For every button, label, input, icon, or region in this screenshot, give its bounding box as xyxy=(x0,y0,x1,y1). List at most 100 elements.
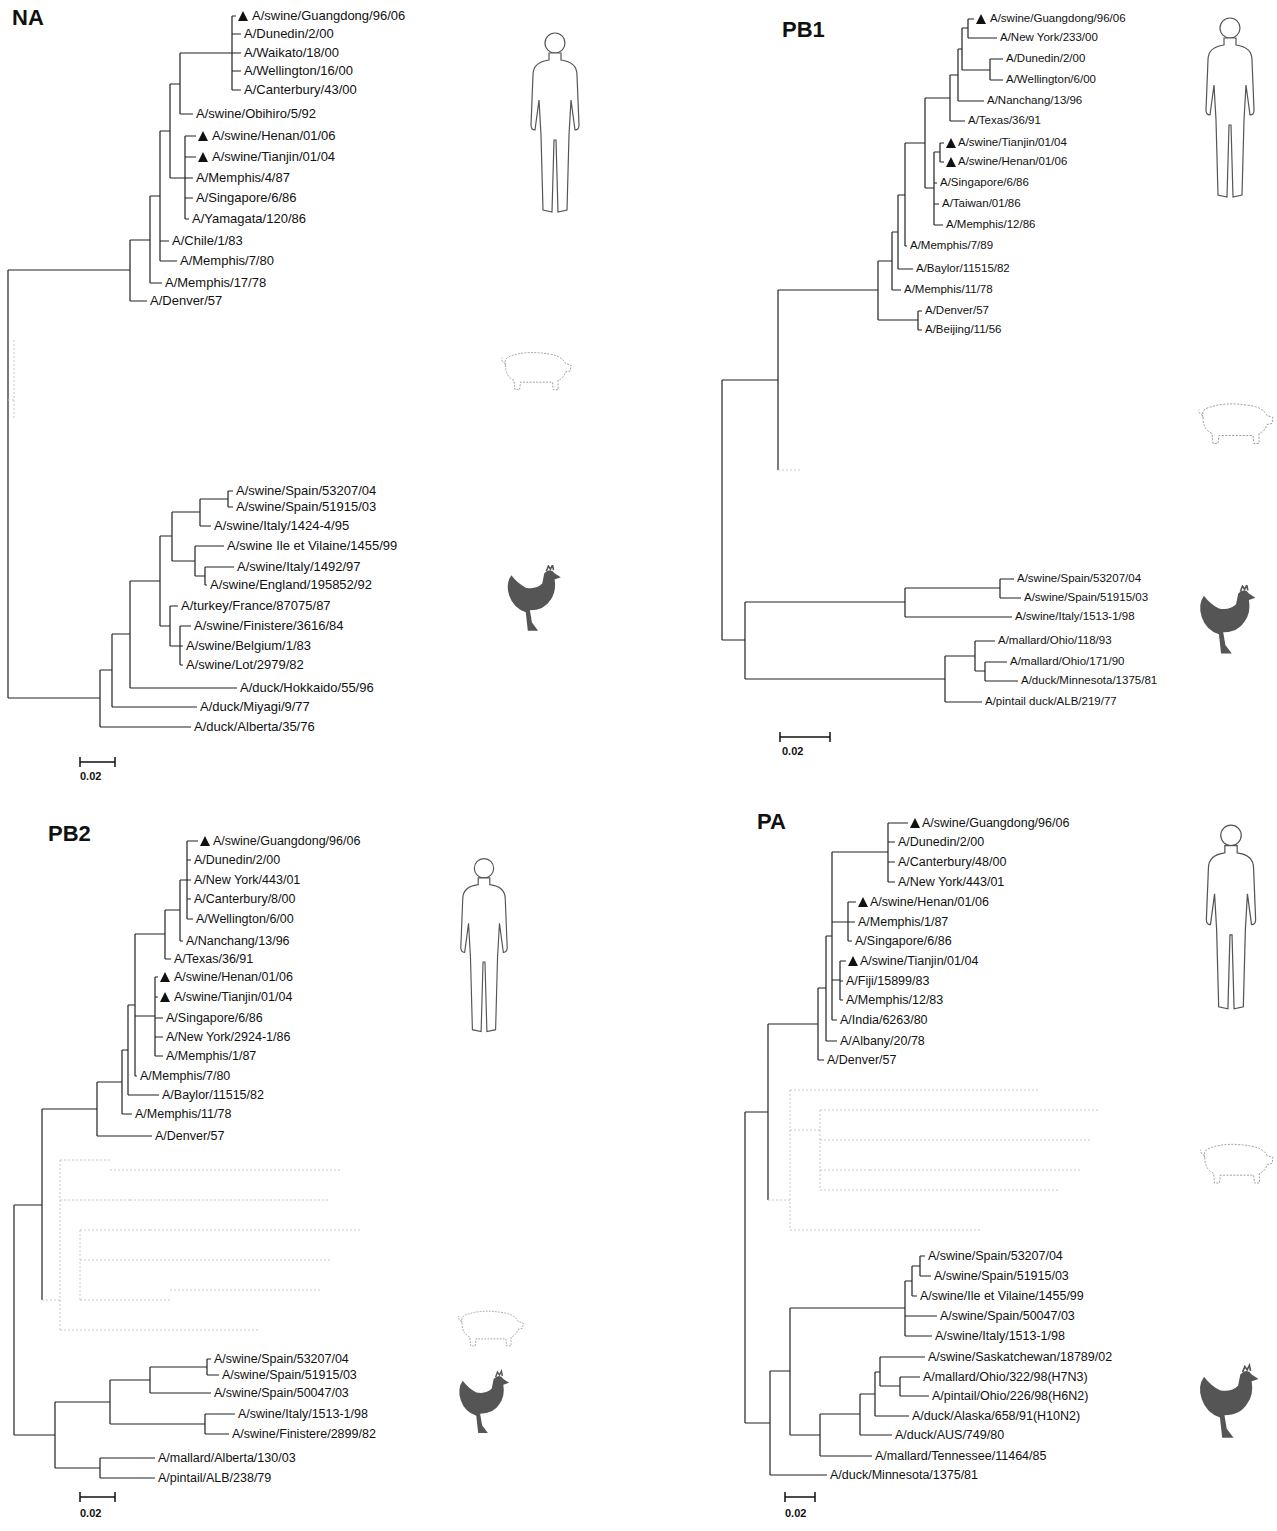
taxon-label: A/Albany/20/78 xyxy=(840,1034,925,1049)
taxon-label: A/swine/Spain/51915/03 xyxy=(1024,591,1148,605)
tree-branches xyxy=(8,16,1021,1478)
taxon-label: A/duck/Alberta/35/76 xyxy=(194,719,315,735)
taxon-label: A/swine/Tianjin/01/04 xyxy=(958,136,1067,150)
taxon-label: A/swine/Italy/1513-1/98 xyxy=(1015,610,1135,624)
taxon-label: A/Wellington/6/00 xyxy=(1006,73,1096,87)
taxon-label: A/swine/Lot/2979/82 xyxy=(186,657,304,673)
taxon-label: A/swine/Italy/1424-4/95 xyxy=(214,518,349,534)
taxon-label: A/Wellington/6/00 xyxy=(196,912,294,927)
taxon-label: A/pintail/ALB/238/79 xyxy=(158,1471,271,1486)
taxon-label: A/Chile/1/83 xyxy=(172,233,243,249)
taxon-label: A/swine/Finistere/2899/82 xyxy=(232,1427,376,1442)
taxon-label: A/swine/Obihiro/5/92 xyxy=(196,106,316,122)
taxon-label: A/Texas/36/91 xyxy=(968,114,1041,128)
taxon-label: A/Denver/57 xyxy=(925,304,989,318)
taxon-label: A/Memphis/12/83 xyxy=(846,993,943,1008)
panel-title: PB1 xyxy=(782,17,825,43)
taxon-label: A/New York/233/00 xyxy=(1000,31,1098,45)
taxon-label: A/Beijing/11/56 xyxy=(925,323,1002,337)
taxon-label: A/Memphis/17/78 xyxy=(165,275,266,291)
taxon-label: A/Dunedin/2/00 xyxy=(898,835,984,850)
taxon-label: A/swine/Italy/1513-1/98 xyxy=(935,1329,1065,1344)
taxon-label: A/swine/Henan/01/06 xyxy=(958,155,1067,169)
taxon-label: A/Wellington/16/00 xyxy=(244,63,353,79)
taxon-label: A/swine/Finistere/3616/84 xyxy=(194,618,344,634)
taxon-label: A/swine/Ile et Vilaine/1455/99 xyxy=(920,1289,1084,1304)
taxon-label: A/Texas/36/91 xyxy=(174,952,253,967)
taxon-label: A/swine/Spain/51915/03 xyxy=(222,1368,357,1383)
swine-isolate-markers xyxy=(160,11,986,1002)
taxon-label: A/swine/Tianjin/01/04 xyxy=(860,954,978,969)
panel-title: PB2 xyxy=(48,821,91,847)
scale-value: 0.02 xyxy=(785,1507,806,1520)
taxon-label: A/pintail duck/ALB/219/77 xyxy=(985,695,1117,709)
taxon-label: A/swine/Spain/53207/04 xyxy=(236,483,376,499)
taxon-label: A/pintail/Ohio/226/98(H6N2) xyxy=(932,1389,1088,1404)
taxon-label: A/Memphis/7/89 xyxy=(910,239,993,253)
taxon-label: A/Yamagata/120/86 xyxy=(192,211,306,227)
taxon-label: A/swine/Guangdong/96/06 xyxy=(252,8,405,24)
taxon-label: A/Memphis/11/78 xyxy=(904,283,993,297)
taxon-label: A/swine/Spain/53207/04 xyxy=(928,1249,1063,1264)
taxon-label: A/duck/Alaska/658/91(H10N2) xyxy=(912,1409,1080,1424)
taxon-label: A/Canterbury/43/00 xyxy=(244,82,357,98)
taxon-label: A/swine/Spain/51915/03 xyxy=(934,1269,1069,1284)
taxon-label: A/Denver/57 xyxy=(150,293,222,309)
taxon-label: A/swine/Spain/50047/03 xyxy=(940,1309,1075,1324)
taxon-label: A/mallard/Ohio/118/93 xyxy=(998,634,1112,648)
taxon-label: A/swine/Saskatchewan/18789/02 xyxy=(928,1350,1112,1365)
taxon-label: A/swine/Henan/01/06 xyxy=(212,128,336,144)
scale-value: 0.02 xyxy=(80,1507,101,1520)
taxon-label: A/duck/Hokkaido/55/96 xyxy=(240,680,374,696)
taxon-label: A/swine/Tianjin/01/04 xyxy=(174,990,292,1005)
taxon-label: A/Nanchang/13/96 xyxy=(186,934,290,949)
panel-title: PA xyxy=(757,809,786,835)
taxon-label: A/duck/Miyagi/9/77 xyxy=(200,699,310,715)
taxon-label: A/New York/443/01 xyxy=(898,875,1004,890)
taxon-label: A/swine/Tianjin/01/04 xyxy=(212,149,335,165)
taxon-label: A/swine/Spain/50047/03 xyxy=(214,1386,349,1401)
taxon-label: A/Denver/57 xyxy=(155,1129,224,1144)
taxon-label: A/turkey/France/87075/87 xyxy=(181,598,331,614)
taxon-label: A/duck/Minnesota/1375/81 xyxy=(830,1468,978,1483)
taxon-label: A/mallard/Tennessee/11464/85 xyxy=(875,1449,1046,1464)
taxon-label: A/swine/Guangdong/96/06 xyxy=(990,12,1126,26)
taxon-label: A/Denver/57 xyxy=(827,1053,896,1068)
taxon-label: A/swine/Henan/01/06 xyxy=(174,970,293,985)
taxon-label: A/Baylor/11515/82 xyxy=(162,1088,264,1103)
taxon-label: A/mallard/Alberta/130/03 xyxy=(158,1451,296,1466)
taxon-label: A/Taiwan/01/86 xyxy=(942,197,1021,211)
taxon-label: A/India/6263/80 xyxy=(840,1013,928,1028)
taxon-label: A/Baylor/11515/82 xyxy=(916,262,1010,276)
taxon-label: A/swine/Italy/1492/97 xyxy=(237,559,361,575)
panel-title: NA xyxy=(12,5,44,31)
taxon-label: A/New York/443/01 xyxy=(194,873,300,888)
taxon-label: A/Memphis/11/78 xyxy=(135,1107,231,1122)
scale-value: 0.02 xyxy=(80,770,101,783)
taxon-label: A/Dunedin/2/00 xyxy=(1006,52,1085,66)
taxon-label: A/swine/Henan/01/06 xyxy=(870,895,989,910)
taxon-label: A/Memphis/1/87 xyxy=(166,1049,256,1064)
taxon-label: A/swine Ile et Vilaine/1455/99 xyxy=(227,538,397,554)
taxon-label: A/Nanchang/13/96 xyxy=(987,94,1082,108)
taxon-label: A/swine/England/195852/92 xyxy=(210,577,372,593)
taxon-label: A/Canterbury/48/00 xyxy=(898,855,1006,870)
host-icons xyxy=(458,18,1273,1438)
taxon-label: A/Singapore/6/86 xyxy=(196,190,296,206)
taxon-label: A/Waikato/18/00 xyxy=(244,45,339,61)
taxon-label: A/Canterbury/8/00 xyxy=(194,892,295,907)
faded-swine-clade xyxy=(8,340,1100,1330)
taxon-label: A/mallard/Ohio/171/90 xyxy=(1010,655,1124,669)
taxon-label: A/swine/Spain/51915/03 xyxy=(236,499,376,515)
taxon-label: A/swine/Spain/53207/04 xyxy=(1017,572,1141,586)
taxon-label: A/Dunedin/2/00 xyxy=(244,26,334,42)
taxon-label: A/Memphis/7/80 xyxy=(180,253,274,269)
taxon-label: A/Fiji/15899/83 xyxy=(846,974,929,989)
taxon-label: A/swine/Spain/53207/04 xyxy=(214,1352,349,1367)
taxon-label: A/New York/2924-1/86 xyxy=(166,1030,290,1045)
taxon-label: A/mallard/Ohio/322/98(H7N3) xyxy=(923,1370,1088,1385)
taxon-label: A/swine/Guangdong/96/06 xyxy=(922,816,1069,831)
taxon-label: A/swine/Italy/1513-1/98 xyxy=(238,1407,368,1422)
taxon-label: A/Memphis/4/87 xyxy=(196,170,290,186)
scale-bars xyxy=(80,732,830,1502)
